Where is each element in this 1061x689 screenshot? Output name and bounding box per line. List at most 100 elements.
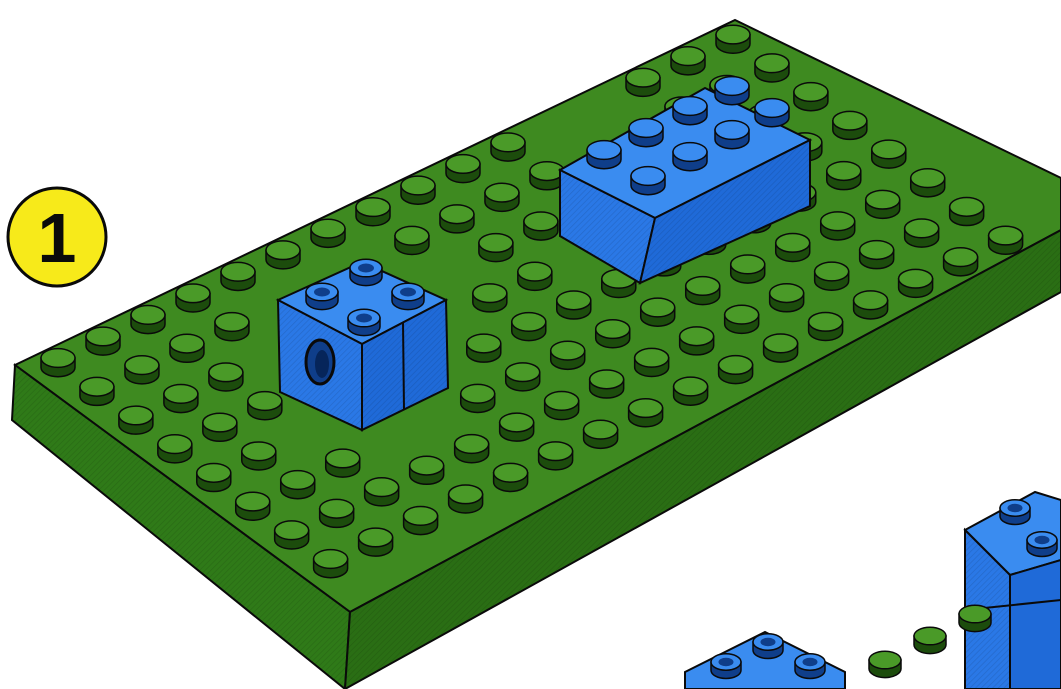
green-stud xyxy=(914,627,946,653)
green-stud xyxy=(899,269,933,297)
green-stud xyxy=(557,291,591,319)
green-stud xyxy=(506,363,540,391)
green-stud xyxy=(404,507,438,535)
green-stud xyxy=(359,528,393,556)
green-stud xyxy=(326,449,360,477)
blue-hollow-stud xyxy=(348,309,380,335)
green-stud xyxy=(80,377,114,405)
green-stud xyxy=(176,284,210,312)
green-stud xyxy=(236,492,270,520)
green-stud xyxy=(719,356,753,384)
green-stud xyxy=(551,341,585,369)
green-stud xyxy=(221,262,255,290)
blue-stud xyxy=(711,654,741,679)
green-stud xyxy=(626,68,660,96)
blue-hollow-stud xyxy=(350,259,382,285)
technic-hole-inner xyxy=(315,350,329,378)
partial-blue-bricks xyxy=(685,492,1061,689)
green-stud xyxy=(524,212,558,240)
green-stud xyxy=(311,219,345,247)
blue-stud xyxy=(715,121,749,149)
green-stud xyxy=(641,298,675,326)
green-stud xyxy=(467,334,501,362)
green-stud xyxy=(461,384,495,412)
green-stud xyxy=(821,212,855,240)
green-stud xyxy=(281,471,315,499)
blue-hollow-stud xyxy=(306,283,338,309)
green-stud xyxy=(356,198,390,226)
green-stud xyxy=(584,420,618,448)
green-stud xyxy=(674,377,708,405)
green-stud xyxy=(518,262,552,290)
green-stud xyxy=(545,392,579,420)
green-stud xyxy=(854,291,888,319)
blue-stud xyxy=(673,97,707,125)
green-baseplate xyxy=(12,20,1061,689)
green-stud xyxy=(944,248,978,276)
green-stud xyxy=(590,370,624,398)
green-stud xyxy=(449,485,483,513)
green-stud xyxy=(872,140,906,168)
green-stud xyxy=(911,169,945,197)
green-stud xyxy=(320,499,354,527)
green-stud xyxy=(950,197,984,225)
blue-stud xyxy=(631,167,665,195)
green-stud xyxy=(869,651,901,677)
green-stud xyxy=(395,226,429,254)
blue-stud xyxy=(587,141,621,169)
green-stud xyxy=(365,478,399,506)
technic-brick-seam xyxy=(403,322,404,410)
green-stud xyxy=(764,334,798,362)
step-number: 1 xyxy=(38,199,77,277)
green-stud xyxy=(680,327,714,355)
green-stud xyxy=(755,54,789,82)
green-stud xyxy=(248,392,282,420)
green-stud xyxy=(119,406,153,434)
green-stud xyxy=(989,226,1023,254)
green-stud xyxy=(455,435,489,463)
blue-stud xyxy=(1027,532,1057,557)
green-stud xyxy=(770,284,804,312)
blue-stud xyxy=(1000,500,1030,525)
green-stud xyxy=(485,183,519,211)
green-stud xyxy=(731,255,765,283)
green-stud xyxy=(401,176,435,204)
green-stud xyxy=(170,334,204,362)
green-stud xyxy=(725,305,759,333)
green-stud xyxy=(266,241,300,269)
blue-stud xyxy=(755,99,789,127)
green-stud xyxy=(686,277,720,305)
green-stud xyxy=(833,111,867,139)
green-stud xyxy=(473,284,507,312)
partial-tall-brick-face-right xyxy=(1010,560,1061,689)
green-stud xyxy=(410,456,444,484)
green-stud xyxy=(491,133,525,161)
blue-hollow-stud xyxy=(392,283,424,309)
blue-stud xyxy=(753,634,783,659)
green-stud xyxy=(860,241,894,269)
green-stud xyxy=(242,442,276,470)
green-stud xyxy=(131,306,165,334)
green-stud xyxy=(530,162,564,190)
green-stud xyxy=(629,399,663,427)
green-stud xyxy=(86,327,120,355)
green-stud xyxy=(209,363,243,391)
green-stud xyxy=(635,348,669,376)
green-stud xyxy=(440,205,474,233)
step-number-badge: 1 xyxy=(8,188,106,286)
green-stud xyxy=(215,313,249,341)
green-stud xyxy=(164,385,198,413)
green-stud xyxy=(494,463,528,491)
green-stud xyxy=(500,413,534,441)
green-stud xyxy=(446,155,480,183)
green-stud xyxy=(203,413,237,441)
green-stud xyxy=(125,356,159,384)
blue-stud xyxy=(673,143,707,171)
green-stud xyxy=(809,312,843,340)
blue-stud xyxy=(629,119,663,147)
green-stud xyxy=(479,234,513,262)
green-stud xyxy=(866,190,900,218)
green-stud xyxy=(512,313,546,341)
green-stud xyxy=(275,521,309,549)
